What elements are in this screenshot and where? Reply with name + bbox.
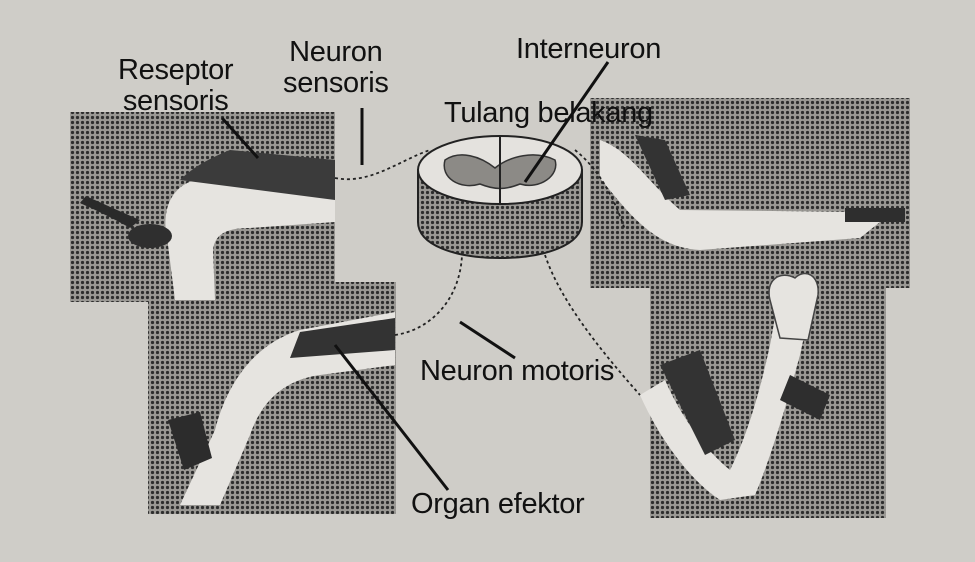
leader-organ-efektor [333,344,450,491]
panel-bottom-left [148,282,396,514]
label-reseptor-sensoris: Reseptor sensoris [118,54,234,117]
motor-pathway-right [544,254,641,396]
label-tulang-belakang: Tulang belakang [444,97,653,129]
label-reseptor-line1: Reseptor [118,54,234,86]
label-neuron-motoris: Neuron motoris [420,355,615,387]
leader-lines [220,61,610,491]
arm-bottom-left [168,312,395,505]
sensory-pathway-right [574,149,626,231]
label-neuron-sensoris: Neuron sensoris [283,37,389,99]
motor-pathway-left [394,254,463,336]
label-organ-efektor: Organ efektor [411,488,585,520]
leader-reseptor [220,116,260,160]
label-neuron-sensoris-line2: sensoris [283,67,389,99]
nerve-pathways [334,149,641,396]
arm-bottom-right [640,272,830,500]
sensory-pathway [334,149,431,181]
leader-neuron-motoris [459,320,516,360]
arm-top-right [600,135,905,250]
label-neuron-sensoris-line1: Neuron [289,36,383,68]
label-reseptor-line2: sensoris [122,85,229,117]
label-interneuron: Interneuron [516,33,662,65]
spinal-cord [417,135,583,260]
leader-interneuron [523,61,610,183]
arm-top-left [80,150,335,300]
